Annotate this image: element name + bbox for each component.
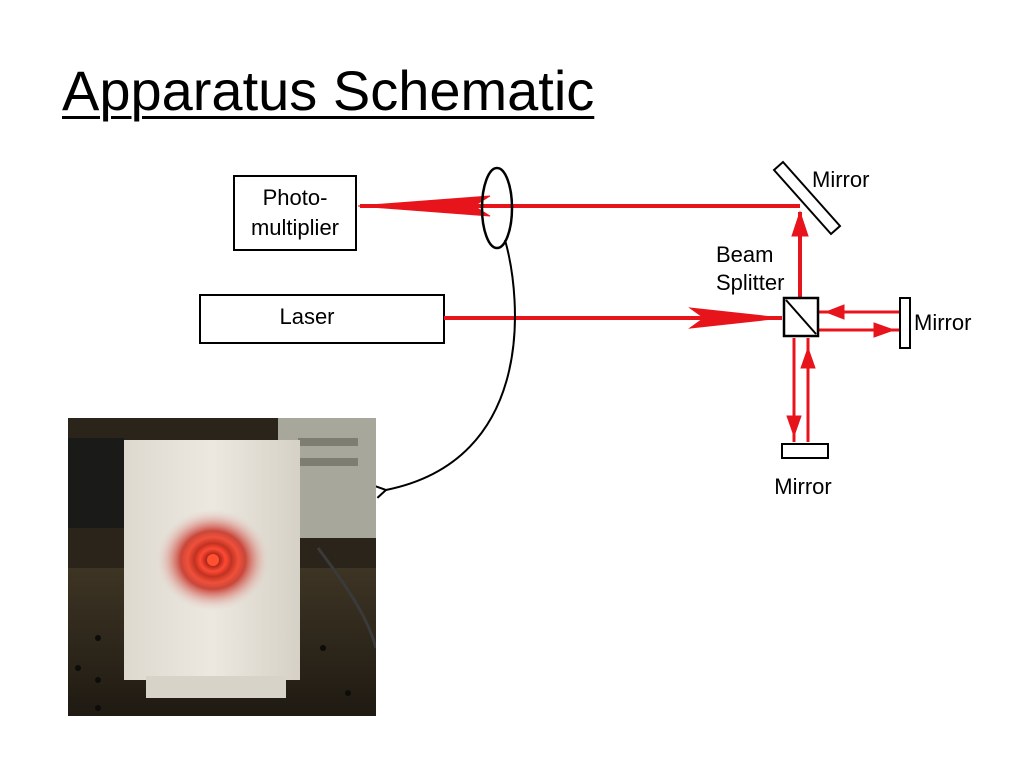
slide-title: Apparatus Schematic <box>62 59 595 122</box>
callout-connector-arrow <box>374 239 516 499</box>
photomultiplier-label-line1: Photo- <box>263 185 328 210</box>
mirror-top-label: Mirror <box>812 167 869 192</box>
photomultiplier: Photo- multiplier <box>233 175 357 251</box>
beam-splitter-label-line2: Splitter <box>716 270 784 295</box>
beam-splitter: Beam Splitter <box>716 242 820 338</box>
laser: Laser <box>199 294 445 344</box>
fringe-callout <box>374 166 516 499</box>
mirror-right: Mirror <box>899 297 971 349</box>
laser-beams <box>357 195 900 442</box>
mirror-bottom-label: Mirror <box>774 474 831 499</box>
fringe-photo-image <box>68 418 376 716</box>
callout-ellipse <box>480 166 514 250</box>
mirror-bottom: Mirror <box>774 443 832 499</box>
beam-splitter-label-line1: Beam <box>716 242 773 267</box>
laser-label: Laser <box>279 304 334 329</box>
mirror-right-label: Mirror <box>914 310 971 335</box>
fringe-photo <box>68 418 376 716</box>
photomultiplier-label-line2: multiplier <box>251 215 339 240</box>
mirror-top: Mirror <box>772 160 869 236</box>
